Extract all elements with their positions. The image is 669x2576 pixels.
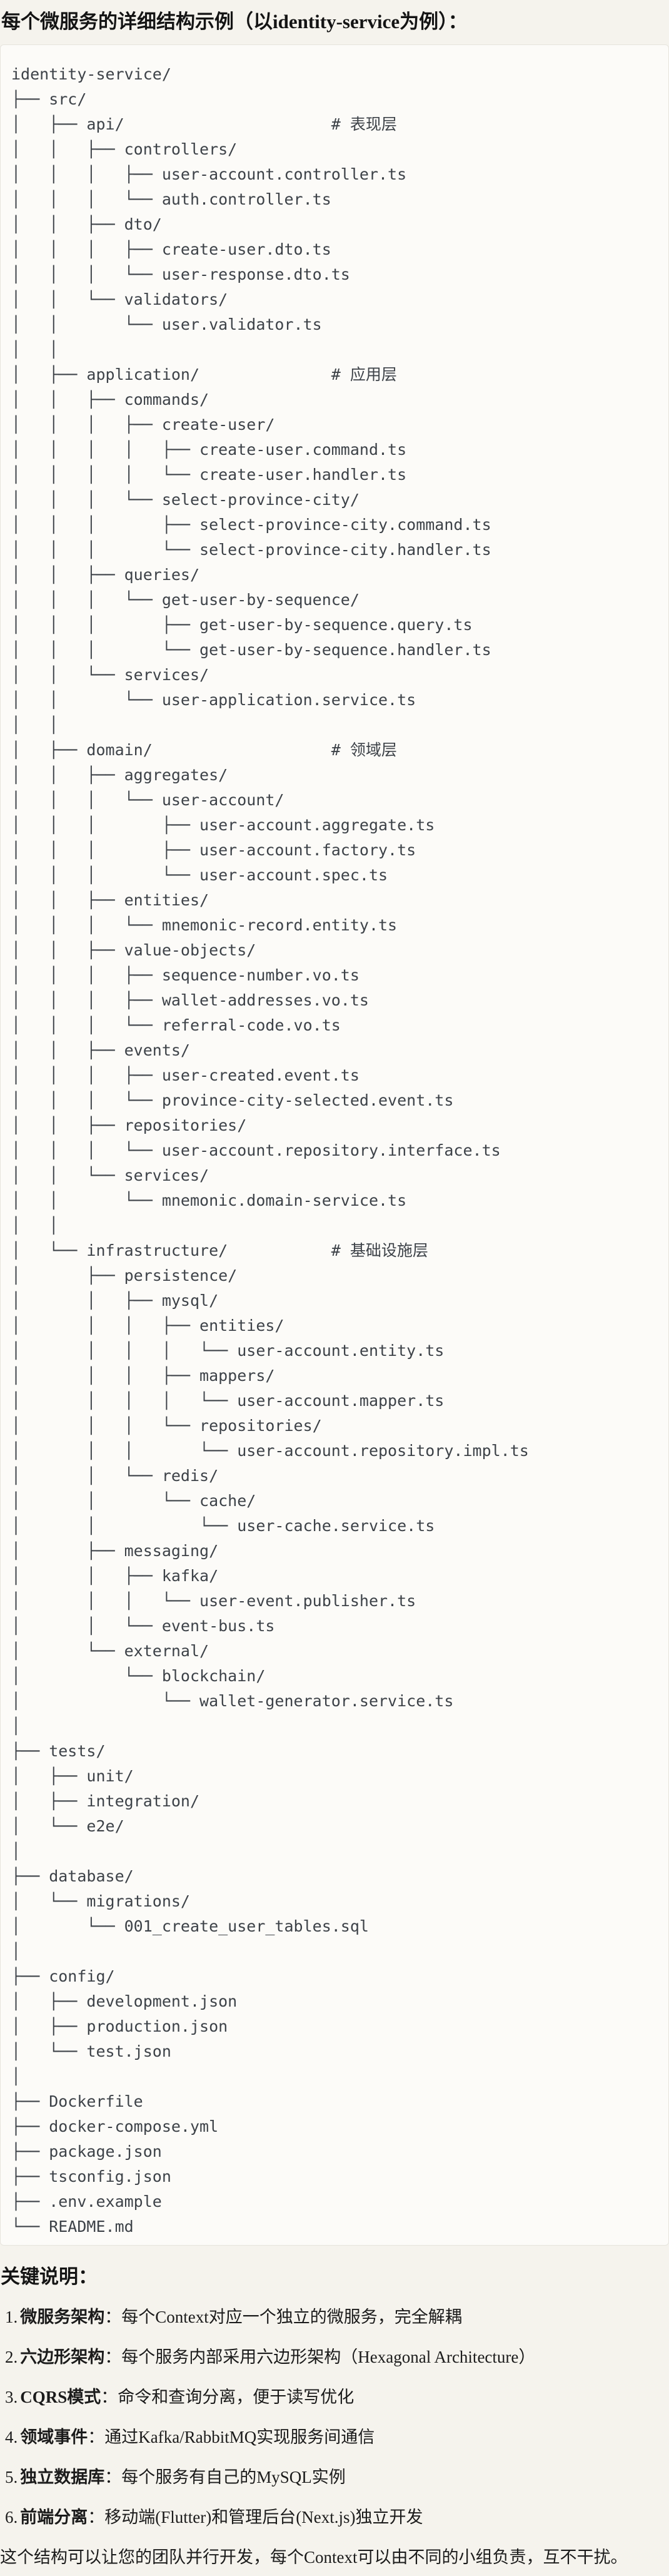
note-separator: ： [101, 2388, 118, 2406]
note-head: CQRS模式 [20, 2388, 101, 2406]
note-separator: ： [88, 2428, 105, 2446]
note-number: 2. [5, 2348, 18, 2366]
note-number: 6. [5, 2508, 18, 2527]
note-item-cqrs: 3.CQRS模式：命令和查询分离，便于读写优化 [5, 2386, 669, 2408]
note-item-hexagonal: 2.六边形架构：每个服务内部采用六边形架构（Hexagonal Architec… [5, 2346, 669, 2368]
note-head: 独立数据库 [20, 2468, 105, 2487]
note-item-microservice: 1.微服务架构：每个Context对应一个独立的微服务，完全解耦 [5, 2306, 669, 2328]
note-item-frontend: 6.前端分离：移动端(Flutter)和管理后台(Next.js)独立开发 [5, 2506, 669, 2528]
directory-tree: identity-service/ ├── src/ │ ├── api/ # … [11, 65, 529, 2236]
note-number: 1. [5, 2308, 18, 2326]
note-separator: ： [88, 2508, 105, 2527]
note-text: 每个Context对应一个独立的微服务，完全解耦 [121, 2308, 462, 2326]
note-number: 3. [5, 2388, 18, 2406]
notes-list: 1.微服务架构：每个Context对应一个独立的微服务，完全解耦 2.六边形架构… [0, 2306, 669, 2528]
directory-tree-block: identity-service/ ├── src/ │ ├── api/ # … [0, 44, 669, 2246]
note-text: 命令和查询分离，便于读写优化 [118, 2388, 355, 2406]
note-head: 领域事件 [20, 2428, 88, 2446]
notes-heading: 关键说明： [1, 2266, 98, 2288]
note-head: 微服务架构 [20, 2308, 105, 2326]
note-number: 5. [5, 2468, 18, 2487]
note-separator: ： [104, 2348, 122, 2366]
note-item-domain-events: 4.领域事件：通过Kafka/RabbitMQ实现服务间通信 [5, 2426, 669, 2448]
note-head: 前端分离 [20, 2508, 88, 2527]
note-head: 六边形架构 [20, 2348, 105, 2366]
note-separator: ： [104, 2308, 122, 2326]
note-number: 4. [5, 2428, 18, 2446]
note-separator: ： [104, 2468, 122, 2487]
note-text: 移动端(Flutter)和管理后台(Next.js)独立开发 [104, 2508, 423, 2527]
page-title: 每个微服务的详细结构示例（以identity-service为例）： [1, 11, 468, 33]
note-item-database: 5.独立数据库：每个服务有自己的MySQL实例 [5, 2466, 669, 2488]
note-text: 每个服务有自己的MySQL实例 [121, 2468, 346, 2487]
closing-paragraph: 这个结构可以让您的团队并行开发，每个Context可以由不同的小组负责，互不干扰… [0, 2548, 628, 2567]
note-text: 每个服务内部采用六边形架构（Hexagonal Architecture） [121, 2348, 536, 2366]
note-text: 通过Kafka/RabbitMQ实现服务间通信 [104, 2428, 375, 2446]
